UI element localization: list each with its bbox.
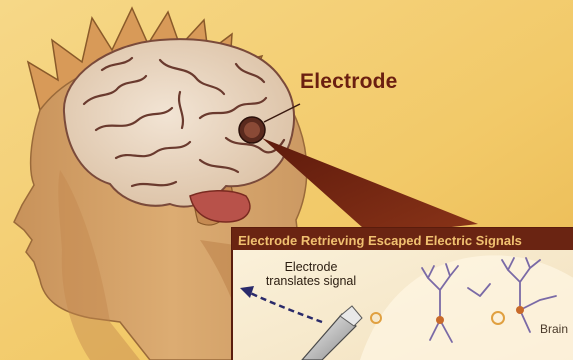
electrode-translates-label: Electrode translates signal (258, 260, 364, 288)
electrode-label: Electrode (300, 70, 398, 94)
corner-label: Brain (540, 322, 568, 336)
inset-banner-title: Electrode Retrieving Escaped Electric Si… (238, 233, 522, 248)
